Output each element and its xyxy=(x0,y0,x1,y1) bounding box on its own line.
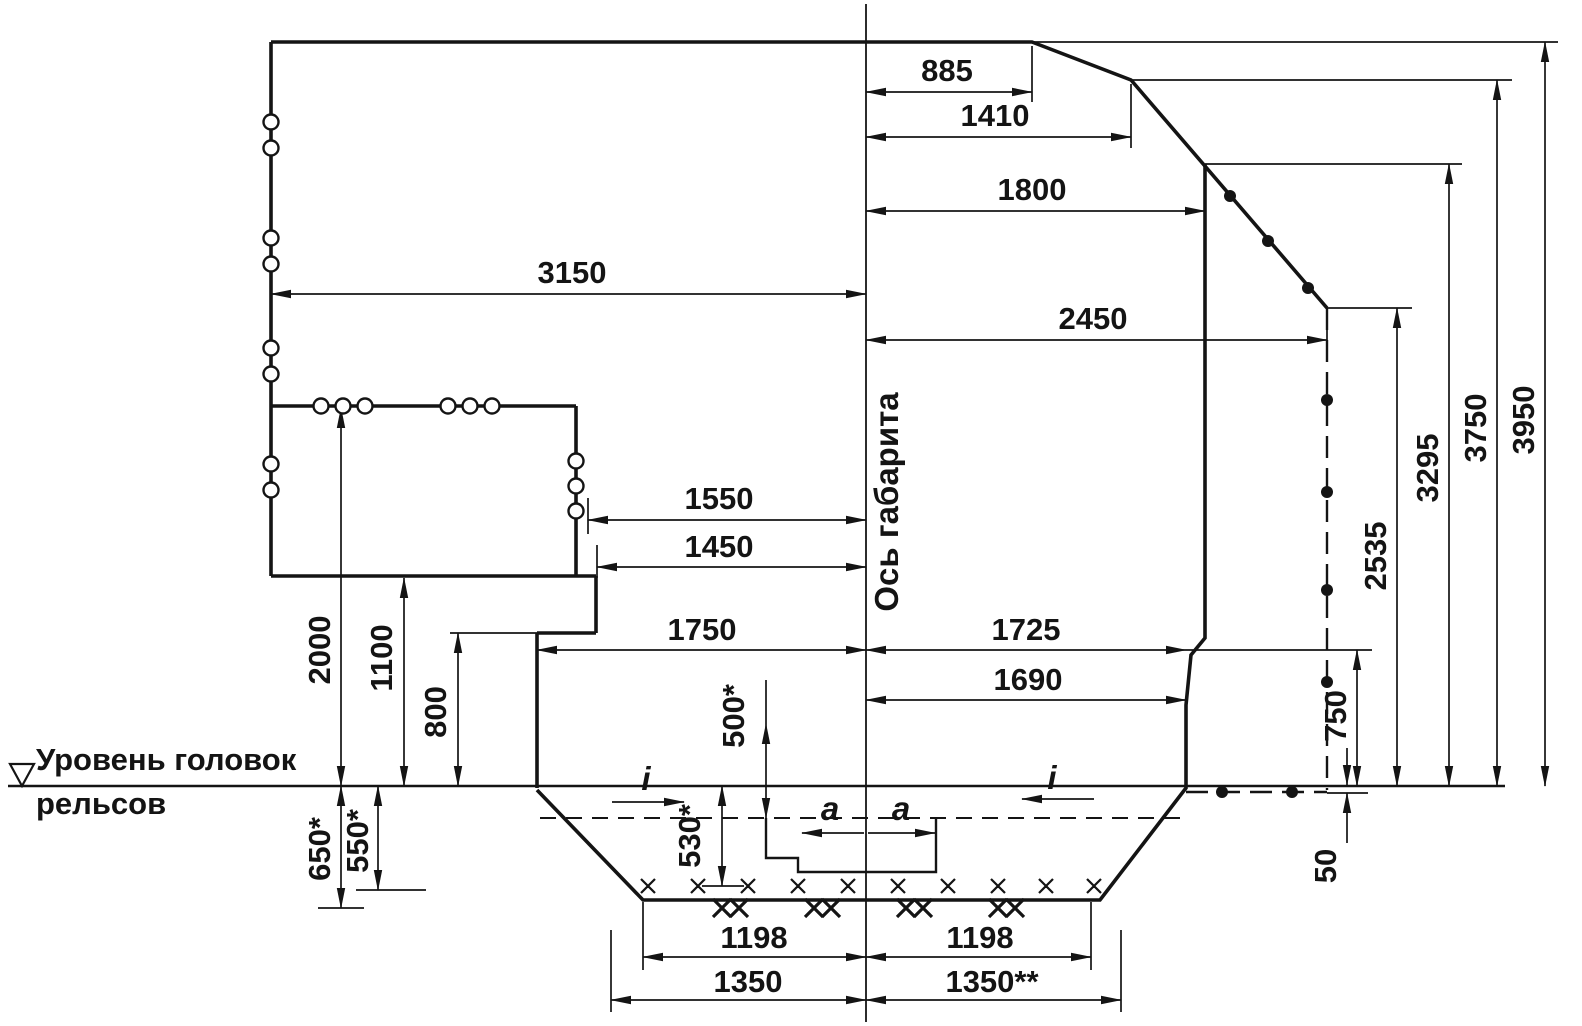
rail-level-label-line2: рельсов xyxy=(36,786,166,821)
dim-1750: 1750 xyxy=(668,612,737,647)
x-marks-row xyxy=(640,878,1102,894)
dim-a-left: a xyxy=(821,790,839,827)
dim-2450: 2450 xyxy=(1059,301,1128,336)
gauge-profile-outline xyxy=(269,40,1329,902)
dim-1410: 1410 xyxy=(961,98,1030,133)
dim-3950: 3950 xyxy=(1506,386,1541,455)
dim-750: 750 xyxy=(1318,690,1353,742)
profile-top-and-right-slope xyxy=(271,40,1329,310)
dim-1450: 1450 xyxy=(685,529,754,564)
open-circle-marks xyxy=(262,113,585,520)
dim-3295: 3295 xyxy=(1410,434,1445,503)
profile-lower-and-right-vertical xyxy=(535,164,1207,902)
dim-530: 530* xyxy=(672,803,707,868)
dim-1690: 1690 xyxy=(994,662,1063,697)
dim-3750: 3750 xyxy=(1458,394,1493,463)
dim-1198-left: 1198 xyxy=(720,920,787,955)
dim-i-left: i xyxy=(641,760,651,797)
double-x-marks-row xyxy=(711,897,1026,919)
lower-centre-step-profile xyxy=(764,818,938,874)
rail-level-label: Уровень головок рельсов xyxy=(36,742,297,821)
datum-triangle-icon xyxy=(8,762,36,789)
dim-1350-left: 1350 xyxy=(714,964,783,999)
dim-2535: 2535 xyxy=(1358,522,1393,591)
dim-50: 50 xyxy=(1308,849,1343,883)
dimension-lines xyxy=(270,41,1550,1005)
dim-550: 550* xyxy=(340,808,375,873)
dim-1350-right: 1350** xyxy=(945,964,1039,999)
dim-3150: 3150 xyxy=(538,255,607,290)
rail-level-label-line1: Уровень головок xyxy=(36,742,297,777)
dimension-labels: 885 1410 1800 2450 3150 1550 1450 1750 1… xyxy=(302,53,1541,999)
dim-650: 650* xyxy=(302,816,337,881)
dim-2000: 2000 xyxy=(302,616,337,685)
filled-dot-marks xyxy=(1216,190,1333,798)
dim-1725: 1725 xyxy=(992,612,1061,647)
dim-i-right: i xyxy=(1047,759,1057,796)
dim-500: 500* xyxy=(716,683,751,748)
dim-800: 800 xyxy=(418,686,453,738)
gauge-axis-label: Ось габарита xyxy=(868,392,905,612)
extension-lines xyxy=(318,41,1558,1012)
dim-a-right: a xyxy=(892,790,910,827)
dashed-boundaries xyxy=(540,308,1329,819)
dim-1100: 1100 xyxy=(364,624,399,691)
dim-1198-right: 1198 xyxy=(946,920,1013,955)
dim-1550: 1550 xyxy=(685,481,754,516)
dim-1800: 1800 xyxy=(998,172,1067,207)
dim-885: 885 xyxy=(921,53,973,88)
